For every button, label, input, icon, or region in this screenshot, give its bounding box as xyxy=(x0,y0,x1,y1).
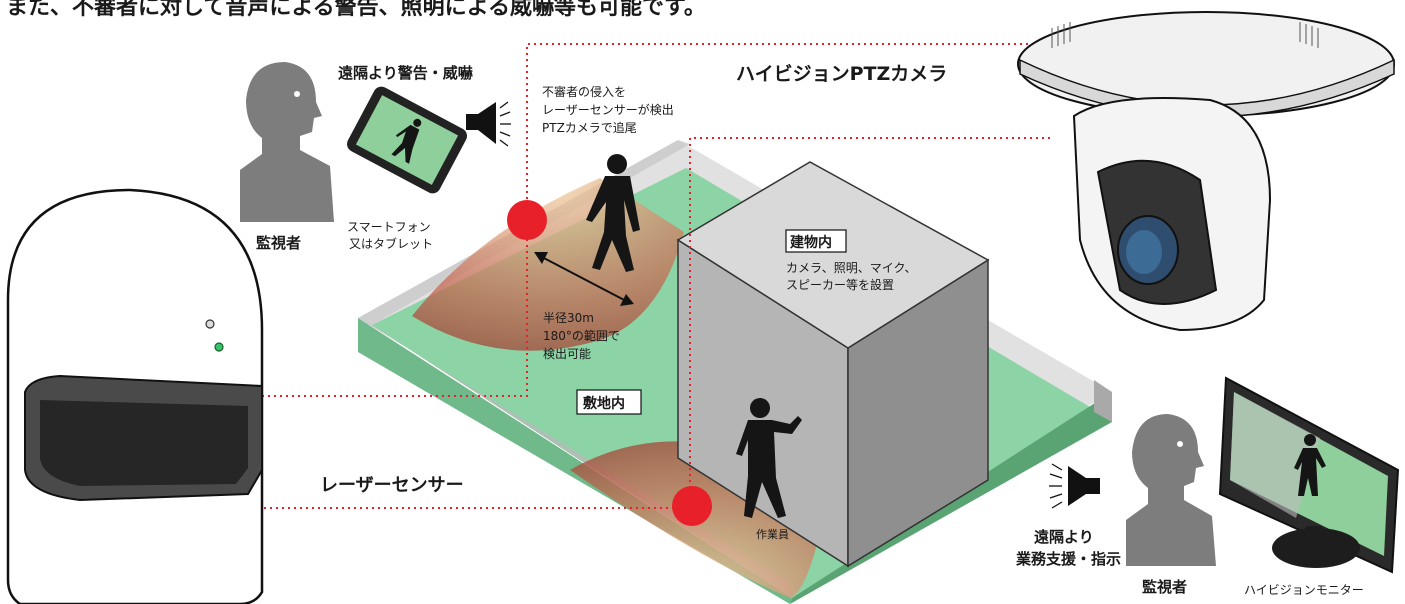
label-intrusion-line2: レーザーセンサーが検出 xyxy=(542,102,674,117)
label-device-line1: スマートフォン xyxy=(347,220,431,234)
label-laser-sensor: レーザーセンサー xyxy=(320,475,464,496)
laser-sensor-device xyxy=(6,188,264,604)
label-building-desc-line2: スピーカー等を設置 xyxy=(786,277,894,292)
ptz-camera-device xyxy=(1017,11,1395,332)
label-ptz-camera: ハイビジョンPTZカメラ xyxy=(736,63,947,85)
sensor-dot-bottom xyxy=(672,486,712,526)
premises-label-box xyxy=(576,389,642,415)
speaker-icon-left xyxy=(466,101,511,147)
line-ptz-mid xyxy=(689,137,1050,488)
building-label-box xyxy=(785,229,847,253)
label-premises: 敷地内 xyxy=(583,395,625,412)
monitor-person-left xyxy=(240,62,334,222)
label-radius-line1: 半径30m xyxy=(543,311,594,325)
label-device-line2: 又はタブレット xyxy=(349,236,433,251)
label-monitor-person-right: 監視者 xyxy=(1142,578,1187,596)
label-hd-monitor: ハイビジョンモニター xyxy=(1244,583,1364,597)
label-radius-line2: 180°の範囲で xyxy=(543,328,620,343)
intruder-silhouette xyxy=(586,154,640,272)
building-top xyxy=(676,161,990,349)
header-text: また、不審者に対して音声による警告、照明による威嚇等も可能です。 xyxy=(6,0,706,20)
speaker-icon-right xyxy=(1049,463,1100,509)
connection-lines xyxy=(258,43,1050,509)
label-radius-line3: 検出可能 xyxy=(543,347,591,361)
radius-arrow xyxy=(534,252,634,306)
worker-silhouette xyxy=(736,398,802,518)
label-intrusion-line1: 不審者の侵入を xyxy=(542,84,626,99)
label-building: 建物内 xyxy=(790,234,832,251)
tablet-device xyxy=(347,86,467,194)
hd-monitor-device xyxy=(1218,376,1400,574)
label-remote-warning: 遠隔より警告・威嚇 xyxy=(338,64,473,82)
label-building-desc-line1: カメラ、照明、マイク、 xyxy=(786,261,916,275)
label-worker: 作業員 xyxy=(756,528,789,541)
label-remote-support-line2: 業務支援・指示 xyxy=(1015,550,1121,568)
line-ptz-top xyxy=(262,43,1048,397)
label-monitor-person-left: 監視者 xyxy=(256,234,301,252)
label-remote-support-line1: 遠隔より xyxy=(1034,528,1094,546)
sensor-dot-top xyxy=(507,200,547,240)
wall-right xyxy=(1094,380,1112,422)
label-intrusion-line3: PTZカメラで追尾 xyxy=(542,120,637,135)
monitor-person-right xyxy=(1126,414,1216,566)
site-platform xyxy=(358,140,1112,604)
